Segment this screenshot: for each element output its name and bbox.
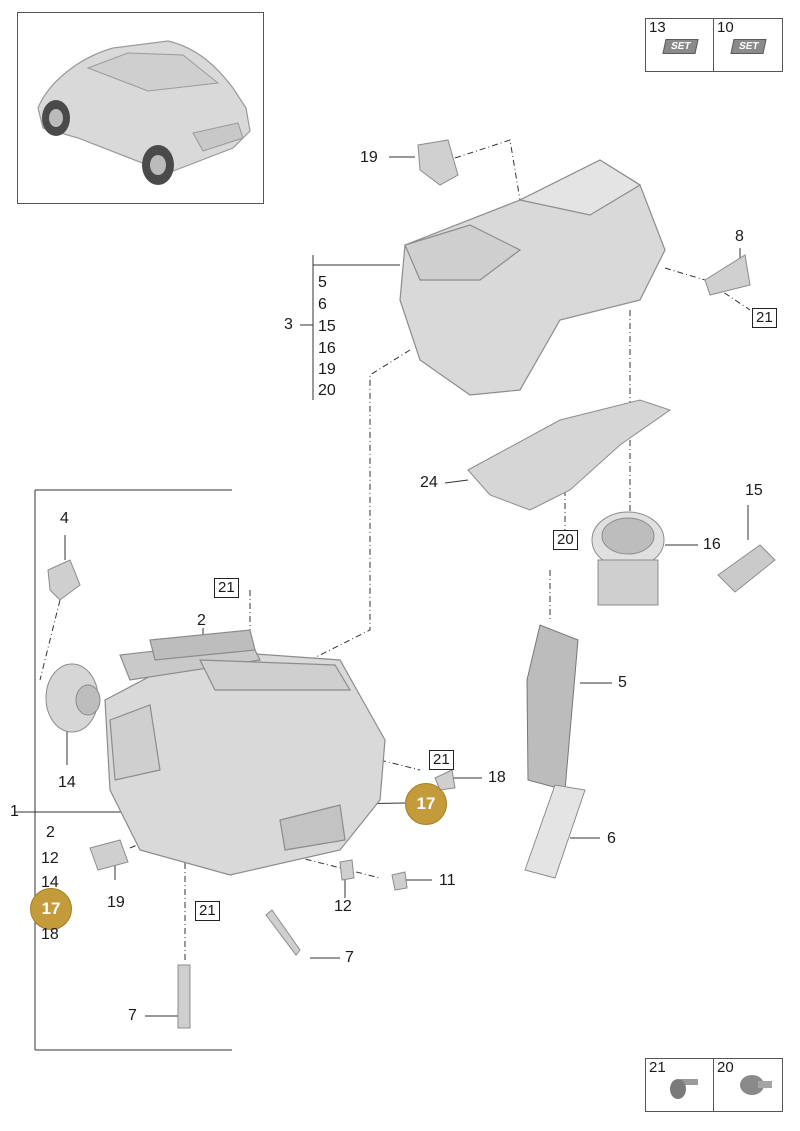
vehicle-silhouette [37, 40, 251, 185]
servo-motor [45, 663, 101, 733]
kit-tile-10[interactable]: 10 SET [713, 18, 783, 72]
kit-tile-number: 13 [649, 19, 666, 36]
leader-lines [15, 139, 751, 1051]
filter-frame-part [524, 784, 586, 879]
callout-7-left: 7 [128, 1007, 137, 1024]
callout-15: 15 [745, 482, 763, 499]
callout-7-right: 7 [345, 949, 354, 966]
callout-3-sub-6: 6 [318, 296, 327, 313]
callout-1-sub-12: 12 [41, 850, 59, 867]
screw-icon [670, 1079, 698, 1099]
kit-tile-number: 10 [717, 19, 734, 36]
callout-18: 18 [488, 769, 506, 786]
callout-8: 8 [735, 228, 744, 245]
callout-1-sub-2: 2 [46, 824, 55, 841]
kit-tile-number: 20 [717, 1059, 734, 1076]
callout-17-badge-left[interactable]: 17 [30, 888, 72, 930]
bracket-part [704, 254, 751, 296]
callout-14: 14 [58, 774, 76, 791]
actuator-part [47, 559, 81, 601]
actuator-part [417, 139, 459, 186]
callout-3-sub-15: 15 [318, 318, 336, 335]
callout-21-low: 21 [429, 750, 454, 770]
actuator-part [89, 839, 129, 871]
callout-5: 5 [618, 674, 627, 691]
cover-part [467, 399, 672, 511]
clip-icon [740, 1075, 772, 1095]
callout-21-mid: 21 [214, 578, 239, 598]
callout-3-sub-19: 19 [318, 361, 336, 378]
vehicle-thumbnail-frame [17, 12, 264, 204]
callout-24: 24 [420, 474, 438, 491]
blower-motor [591, 511, 665, 606]
callout-3-sub-20: 20 [318, 382, 336, 399]
callout-4: 4 [60, 510, 69, 527]
drain-hose-part [177, 964, 191, 1029]
callout-6: 6 [607, 830, 616, 847]
callout-11: 11 [439, 872, 456, 889]
upper-housing [399, 159, 666, 396]
sensor-part [391, 871, 408, 891]
kit-tile-21[interactable]: 21 [645, 1058, 715, 1112]
callout-12: 12 [334, 898, 352, 915]
kit-tile-20[interactable]: 20 [713, 1058, 783, 1112]
callout-21-bottom: 21 [195, 901, 220, 921]
heater-box [104, 629, 386, 876]
callout-16: 16 [703, 536, 721, 553]
callout-21-right: 21 [752, 308, 777, 328]
callout-17-badge[interactable]: 17 [405, 783, 447, 825]
callout-19-top: 19 [360, 149, 378, 166]
callout-1-sub-14: 14 [41, 874, 59, 891]
callout-3: 3 [284, 316, 293, 333]
callout-20-box: 20 [553, 530, 578, 550]
filter-part [526, 624, 579, 791]
callout-2-top: 2 [197, 612, 206, 629]
drain-hose-part [265, 909, 301, 956]
callout-19-low: 19 [107, 894, 125, 911]
kit-tile-number: 21 [649, 1059, 666, 1076]
callout-3-sub-16: 16 [318, 340, 336, 357]
callout-1-sub-18: 18 [41, 926, 59, 943]
sensor-part [339, 859, 355, 881]
callout-1: 1 [10, 803, 19, 820]
resistor-part [717, 544, 776, 593]
callout-3-sub-5: 5 [318, 274, 327, 291]
